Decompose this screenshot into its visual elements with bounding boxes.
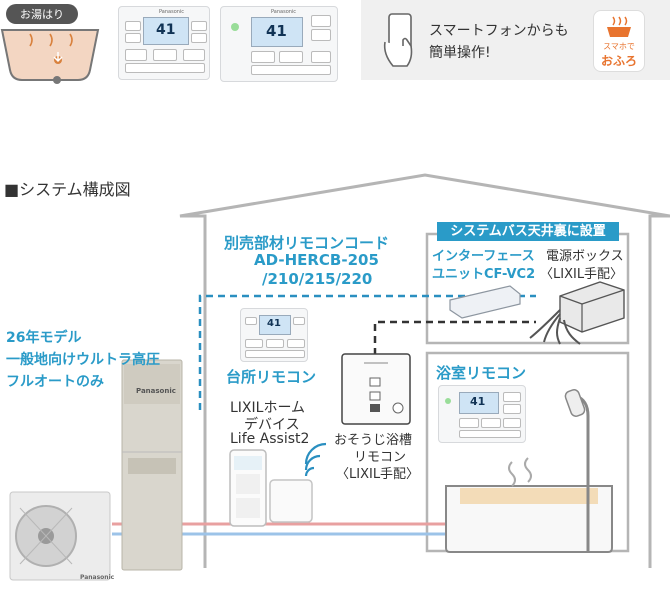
remote-button bbox=[191, 33, 207, 43]
lixil-label-line1: LIXILホーム bbox=[230, 400, 306, 416]
cord-label-line3: /210/215/220 bbox=[262, 270, 373, 288]
remote-button bbox=[481, 418, 501, 428]
bath-remote-label: 浴室リモコン bbox=[436, 364, 527, 382]
remote-temp: 41 bbox=[267, 318, 281, 329]
power-box-label-line2: 〈LIXIL手配〉 bbox=[540, 267, 624, 282]
remote-temp: 41 bbox=[266, 22, 287, 40]
remote-button bbox=[245, 350, 305, 358]
section-title: ■システム構成図 bbox=[4, 180, 131, 199]
remote-button bbox=[153, 49, 177, 61]
bath-steam-icon bbox=[607, 16, 631, 37]
remote-screen: 41 bbox=[251, 17, 303, 47]
outdoor-unit-brand-label: Panasonic bbox=[80, 574, 115, 581]
remote-temp: 41 bbox=[470, 395, 486, 408]
app-icon-label-line1: スマホで bbox=[603, 42, 635, 51]
clean-remote-label-line1: おそうじ浴槽 bbox=[334, 433, 413, 448]
remote-button bbox=[311, 29, 331, 41]
remote-screen: 41 bbox=[259, 315, 291, 335]
kitchen-remote-photo-top: Panasonic 41 bbox=[118, 6, 210, 80]
remote-button bbox=[311, 15, 331, 27]
cord-label-line1: 別売部材リモコンコード bbox=[224, 234, 390, 252]
bath-fill-badge: お湯はり bbox=[6, 4, 78, 24]
bath-remote-photo-top: Panasonic 41 bbox=[220, 6, 338, 82]
interface-label-line1: インターフェース bbox=[432, 249, 535, 264]
wifi-icon bbox=[304, 442, 327, 477]
ceiling-install-label: システムバス天井裏に設置 bbox=[437, 222, 619, 241]
remote-button bbox=[266, 339, 284, 348]
remote-button bbox=[251, 65, 331, 75]
smartphone-hand-icon bbox=[383, 13, 413, 67]
remote-button bbox=[125, 33, 141, 43]
tank-brand-label: Panasonic bbox=[136, 387, 176, 395]
model-note-line2: 一般地向けウルトラ高圧 bbox=[6, 352, 160, 368]
remote-button bbox=[503, 392, 521, 402]
remote-cord-dashed bbox=[198, 294, 536, 410]
kitchen-remote: 41 bbox=[240, 308, 308, 362]
remote-brand-label: Panasonic bbox=[159, 9, 185, 15]
power-box bbox=[559, 281, 625, 333]
clean-remote-cord-dashed bbox=[373, 320, 536, 355]
remote-button bbox=[125, 49, 147, 61]
remote-button bbox=[183, 49, 205, 61]
model-note-line1: 26年モデル bbox=[6, 330, 82, 346]
remote-button bbox=[251, 51, 275, 63]
smartphone-text-line2: 簡単操作! bbox=[429, 45, 491, 61]
cord-label-line2: AD-HERCB-205 bbox=[254, 251, 379, 269]
bath-steam bbox=[508, 457, 532, 487]
remote-button bbox=[459, 418, 479, 428]
app-icon-label-line2: おふろ bbox=[600, 54, 637, 68]
remote-button bbox=[293, 317, 305, 325]
power-box-cables bbox=[529, 309, 581, 345]
interface-unit-cf-vc2 bbox=[449, 285, 521, 319]
smaho-ofuro-app-icon[interactable]: スマホで おふろ bbox=[593, 10, 645, 72]
lixil-hub bbox=[269, 479, 313, 523]
remote-button bbox=[245, 339, 263, 348]
remote-button bbox=[503, 418, 521, 428]
bath-fill-illustration: お湯はり bbox=[0, 0, 100, 85]
model-note-line3: フルオートのみ bbox=[6, 374, 104, 390]
clean-remote-label-line3: 〈LIXIL手配〉 bbox=[336, 467, 420, 482]
remote-brand-label: Panasonic bbox=[271, 9, 297, 15]
remote-button bbox=[191, 21, 207, 31]
interface-label-line2: ユニットCF-VC2 bbox=[432, 267, 536, 282]
remote-screen: 41 bbox=[143, 17, 189, 45]
remote-button bbox=[125, 63, 205, 73]
remote-button bbox=[287, 339, 305, 348]
remote-button bbox=[311, 51, 331, 63]
remote-button bbox=[459, 430, 521, 438]
clean-bath-remote bbox=[341, 353, 411, 425]
bathtub-icon bbox=[0, 29, 100, 84]
status-lamp-icon bbox=[445, 398, 451, 404]
remote-button bbox=[125, 21, 141, 31]
clean-remote-label-line2: リモコン bbox=[354, 450, 407, 465]
house-outline bbox=[179, 173, 670, 568]
remote-button bbox=[245, 317, 257, 325]
remote-temp: 41 bbox=[156, 22, 176, 38]
smartphone-text-line1: スマートフォンからも bbox=[429, 23, 569, 39]
power-box-label-line1: 電源ボックス bbox=[546, 249, 624, 264]
lixil-label-line2: デバイス bbox=[244, 417, 300, 433]
remote-screen: 41 bbox=[459, 392, 499, 414]
remote-button bbox=[279, 51, 303, 63]
smartphone-panel: スマートフォンからも 簡単操作! スマホで おふろ bbox=[361, 0, 670, 80]
kitchen-remote-label: 台所リモコン bbox=[226, 368, 317, 386]
status-lamp-icon bbox=[231, 23, 239, 31]
lixil-label-line3: Life Assist2 bbox=[230, 431, 310, 447]
remote-button bbox=[503, 404, 521, 414]
bath-remote: 41 bbox=[438, 385, 526, 443]
